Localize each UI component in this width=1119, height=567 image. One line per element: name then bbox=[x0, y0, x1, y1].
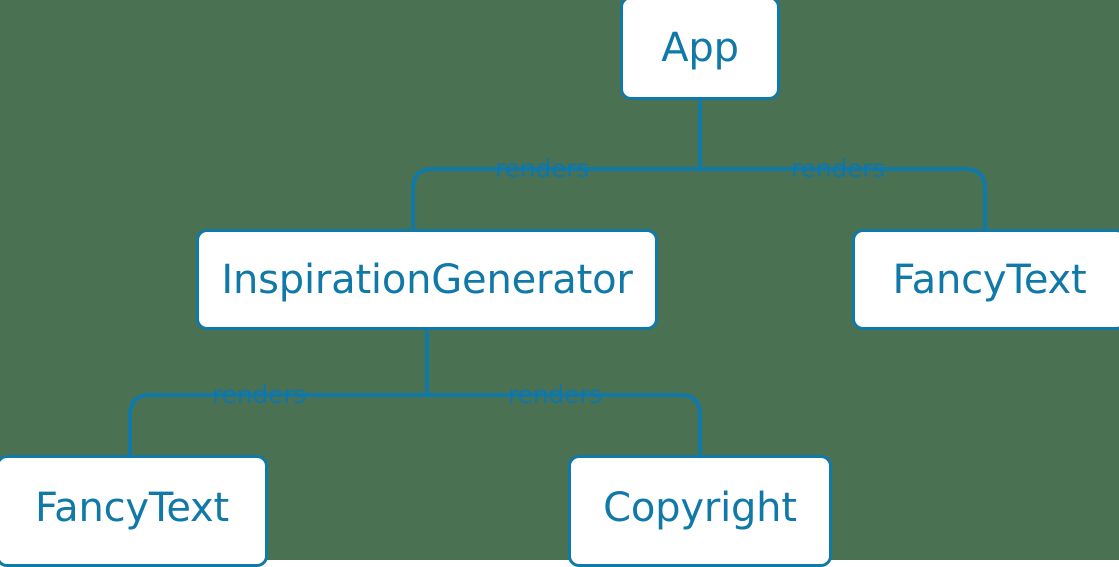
node-fancytext-bottom-label: FancyText bbox=[35, 485, 229, 531]
node-inspirationgenerator-label: InspirationGenerator bbox=[221, 256, 633, 303]
node-fancytext-right[interactable]: FancyText bbox=[852, 229, 1119, 330]
edge-label-app-to-inspirationgenerator: renders bbox=[495, 154, 590, 183]
node-copyright-label: Copyright bbox=[603, 485, 797, 531]
node-app[interactable]: App bbox=[620, 0, 780, 100]
edge-inspirationgenerator-to-fancytext-bottom bbox=[128, 393, 427, 455]
edge-app-to-fancytext-right bbox=[700, 167, 987, 229]
node-fancytext-right-label: FancyText bbox=[892, 256, 1087, 303]
edge-label-inspirationgenerator-to-fancytext: renders bbox=[212, 380, 307, 409]
node-app-label: App bbox=[661, 25, 739, 71]
node-fancytext-bottom[interactable]: FancyText bbox=[0, 455, 268, 567]
edge-label-inspirationgenerator-to-copyright: renders bbox=[508, 380, 603, 409]
node-copyright[interactable]: Copyright bbox=[568, 455, 832, 567]
edge-inspirationgenerator-to-copyright bbox=[427, 393, 702, 455]
node-inspirationgenerator[interactable]: InspirationGenerator bbox=[196, 229, 658, 330]
edge-app-to-inspirationgenerator bbox=[411, 167, 700, 229]
edge-label-app-to-fancytext: renders bbox=[791, 154, 886, 183]
